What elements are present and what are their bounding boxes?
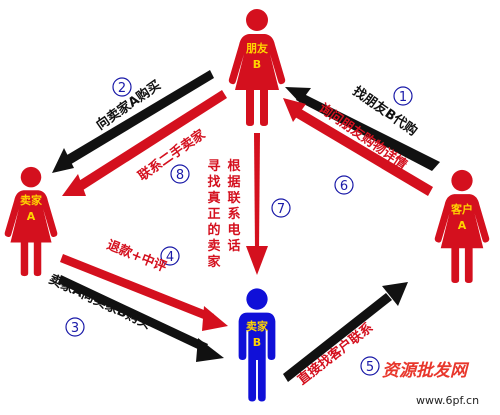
step-7-char: 据 [227,174,240,190]
arrow-step-7 [246,133,268,275]
svg-text:8: 8 [176,168,184,183]
arrow-step-3 [58,275,224,362]
step-7-char: 系 [227,206,240,222]
step-4-label: 退款+中评 [105,237,169,275]
svg-text:1: 1 [399,90,407,105]
svg-text:4: 4 [166,250,174,265]
seller-a-figure: 卖家 A [4,166,58,277]
arrow-step-5 [283,282,408,382]
step-7-char: 话 [227,238,240,254]
watermark-title: 资源批发网 [382,361,470,381]
step-number-4: 4 [160,246,180,266]
svg-text:3: 3 [71,321,79,336]
watermark-url: www.6pf.cn [416,394,479,407]
seller-b-figure: 卖家 B [238,288,276,402]
step-number-1: 1 [393,86,413,106]
step-number-5: 5 [360,356,380,376]
step-number-3: 3 [65,317,85,337]
seller-a-tag: A [27,210,36,223]
step-7-char: 正 [207,207,220,222]
step-number-7: 7 [271,198,291,218]
arrow-step-6 [283,98,433,196]
step-5-label: 直接找客户联系 [295,320,377,389]
seller-b-name: 卖家 [246,319,269,333]
svg-text:7: 7 [277,202,285,217]
step-3-label: 卖家A向卖家B购买 [46,271,153,332]
svg-text:2: 2 [118,81,126,96]
svg-text:5: 5 [366,360,374,375]
customer-a-figure: 客户 A [434,169,490,284]
arrow-step-4 [60,254,228,331]
arrow-step-2 [52,70,214,173]
step-7-char: 卖 [207,238,220,254]
step-7-char: 电 [227,222,240,238]
friend-b-tag: B [253,58,261,71]
seller-b-tag: B [253,336,261,349]
arrow-step-1 [285,87,440,171]
step-7-char: 家 [207,254,221,270]
step-7-char: 寻 [207,159,220,174]
step-7-char: 找 [207,174,220,190]
arrow-step-8 [62,90,227,196]
customer-a-name: 客户 [450,202,473,216]
svg-text:6: 6 [340,179,348,194]
seller-a-name: 卖家 [20,193,43,207]
step-7-char: 真 [207,190,220,206]
step-7-char: 的 [207,222,220,238]
friend-b-figure: 朋友 B [228,9,286,126]
step-7-char: 联 [227,191,240,206]
friend-b-name: 朋友 [245,41,268,55]
step-number-2: 2 [112,77,132,97]
step-7-char: 根 [227,158,241,174]
step-number-6: 6 [334,175,354,195]
customer-a-tag: A [458,219,467,232]
step-number-8: 8 [170,164,190,184]
